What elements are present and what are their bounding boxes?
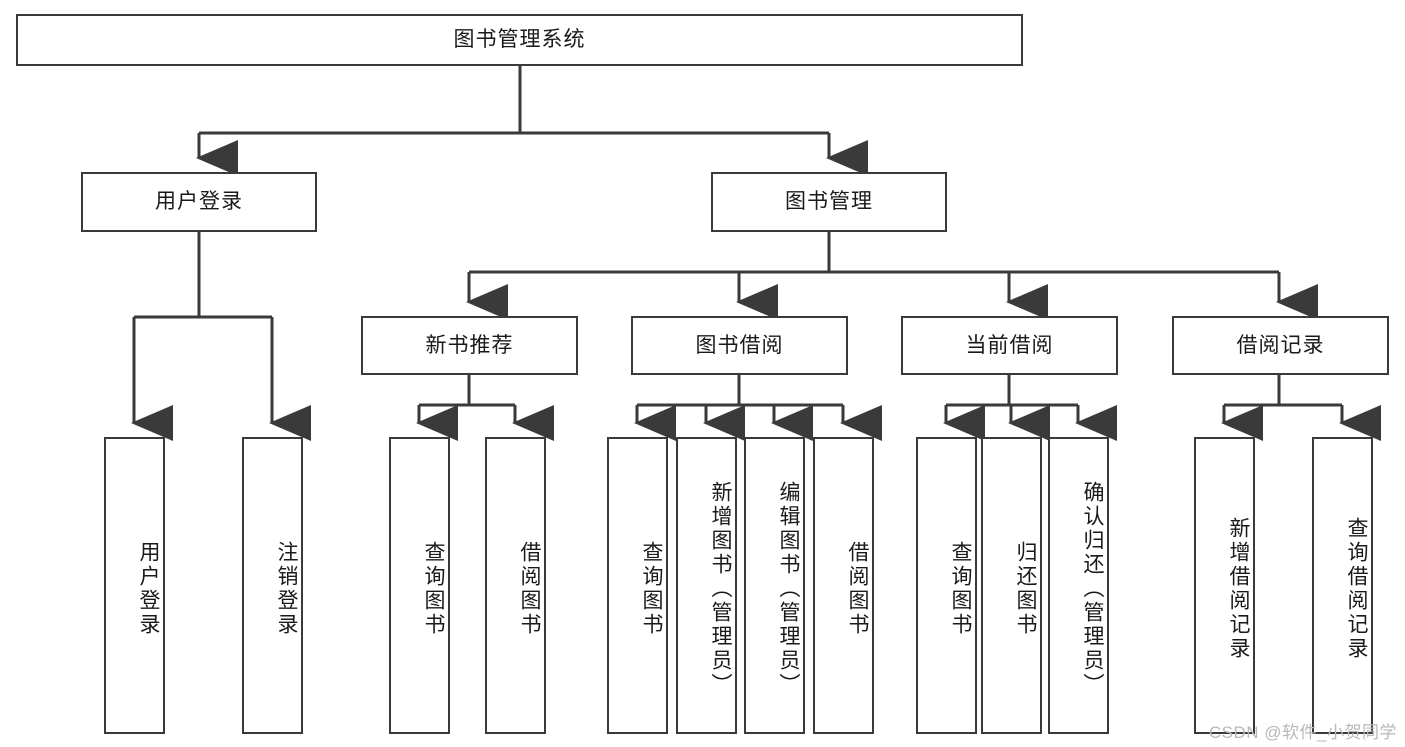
leaf-query-borrow-record[interactable]: 查询借阅记录: [1312, 437, 1373, 734]
node-label: 查询借阅记录: [1345, 516, 1368, 661]
node-user-login[interactable]: 用户登录: [81, 172, 317, 232]
node-book-borrow[interactable]: 图书借阅: [631, 316, 848, 375]
node-label: 图书管理系统: [453, 28, 586, 52]
node-label: 用户登录: [155, 190, 243, 214]
node-current-borrow[interactable]: 当前借阅: [901, 316, 1118, 375]
node-new-book-recommend[interactable]: 新书推荐: [361, 316, 578, 375]
node-label: 注销登录: [275, 540, 298, 637]
node-label: 图书借阅: [695, 333, 784, 357]
node-root-system[interactable]: 图书管理系统: [16, 14, 1023, 66]
leaf-user-login[interactable]: 用户登录: [104, 437, 165, 734]
node-label: 查询图书: [949, 540, 972, 637]
node-label: 用户登录: [137, 540, 160, 637]
node-label: 借阅图书: [846, 540, 869, 637]
node-borrow-record[interactable]: 借阅记录: [1172, 316, 1389, 375]
node-label: 借阅图书: [518, 540, 541, 637]
leaf-borrow-book-recommend[interactable]: 借阅图书: [485, 437, 546, 734]
leaf-edit-book-admin[interactable]: 编辑图书（管理员）: [744, 437, 805, 734]
leaf-query-book-current[interactable]: 查询图书: [916, 437, 977, 734]
leaf-logout-login[interactable]: 注销登录: [242, 437, 303, 734]
node-label: 确认归还（管理员）: [1081, 480, 1104, 697]
node-label: 当前借阅: [965, 333, 1054, 357]
node-label: 借阅记录: [1236, 333, 1325, 357]
leaf-borrow-book[interactable]: 借阅图书: [813, 437, 874, 734]
node-label: 归还图书: [1014, 540, 1037, 637]
node-label: 编辑图书（管理员）: [777, 480, 800, 697]
leaf-query-book-recommend[interactable]: 查询图书: [389, 437, 450, 734]
node-label: 新增借阅记录: [1227, 516, 1250, 661]
leaf-return-book[interactable]: 归还图书: [981, 437, 1042, 734]
node-label: 新书推荐: [425, 333, 514, 357]
leaf-confirm-return-admin[interactable]: 确认归还（管理员）: [1048, 437, 1109, 734]
node-label: 新增图书（管理员）: [709, 480, 732, 697]
node-label: 查询图书: [640, 540, 663, 637]
node-label: 查询图书: [422, 540, 445, 637]
leaf-add-book-admin[interactable]: 新增图书（管理员）: [676, 437, 737, 734]
watermark: CSDN @软件_小贺同学: [1208, 723, 1397, 742]
leaf-query-book-borrow[interactable]: 查询图书: [607, 437, 668, 734]
leaf-add-borrow-record[interactable]: 新增借阅记录: [1194, 437, 1255, 734]
node-book-management[interactable]: 图书管理: [711, 172, 947, 232]
node-label: 图书管理: [785, 190, 873, 214]
